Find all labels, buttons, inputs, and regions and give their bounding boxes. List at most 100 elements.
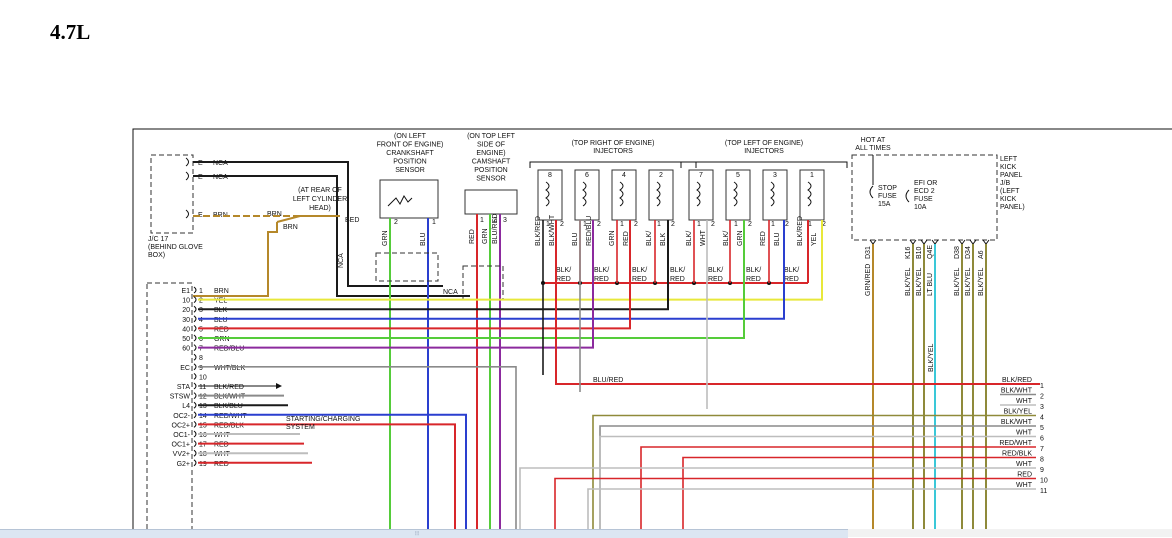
jc17-wire-label-1: NCA [213,174,228,181]
rinj-pin-0: 1 [546,221,550,228]
right-conn-pin-2: 3 [1040,404,1044,411]
wire-nca-2 [193,175,470,297]
linj-pin-5: 2 [785,221,789,228]
jb-terminal-3 [931,239,939,245]
ecm-pin-16: 17 [199,442,207,449]
ecm-wire-label-15: WHT [214,432,231,439]
splice-label-top-4: BLK/ [708,267,723,274]
crank-title-1: FRONT OF ENGINE) [377,142,444,149]
ground-note-2: HEAD) [309,205,331,212]
rinj-pin-2: 1 [583,221,587,228]
linj-title-1: INJECTORS [744,148,784,155]
jc17-wire-label-2: BRN [213,212,228,219]
ecm-wire-label-10: BLK/RED [214,384,244,391]
ecm-wire-label-4: RED [214,326,229,333]
ecm-wire-label-5: GRN [214,336,230,343]
splice-label-bot-1: RED [594,276,609,283]
ecm-terminal-13 [193,411,197,419]
wire-right-conn-7 [682,456,1036,537]
jb-wire-label-4: BLK/YEL [954,267,961,296]
jb-pin-5: D34 [965,246,972,259]
jc17-terminal-0 [185,157,189,167]
stop-fuse-icon [869,185,874,199]
jb-wire-label-2: BLK/YEL [916,267,923,296]
blu-red-label: BLU/RED [593,377,623,384]
efi-fuse-2: FUSE [914,196,933,203]
jc17-connector [150,154,194,234]
wire-right-conn-6 [640,446,1036,537]
stop-fuse-1: FUSE [878,193,897,200]
scroll-grip-icon[interactable]: ⦙⦙⦙ [414,530,420,537]
ecm-term-5: 50 [182,336,190,343]
linj-coil-icon-7 [696,181,701,207]
scrollbar-track-end [848,529,1172,537]
ecm-pin-2: 3 [199,307,203,314]
ecm-pin-11: 12 [199,394,207,401]
kick-panel-6: PANEL) [1000,204,1025,211]
ecm-term-12: L4 [182,403,190,410]
jb-terminal-0 [869,239,877,245]
ecm-terminal-5 [193,334,197,342]
kick-panel-3: J/B [1000,180,1010,187]
efi-fuse-3: 10A [914,204,927,211]
jb-pin-2: B10 [916,246,923,259]
jc17-terminal-1 [185,171,189,181]
kick-panel-5: KICK [1000,196,1017,203]
wire-right-conn-8 [519,467,1036,537]
ecm-term-6: 60 [182,346,190,353]
jc17-pin-2: E [198,212,203,219]
linj-bracket [680,161,848,168]
crank-sensor-coil-icon [387,195,413,207]
ecm-term-11: STSW [170,394,191,401]
ecm-pin-9: 10 [199,374,207,381]
wire-right-conn-10 [587,488,1036,537]
right-conn-pin-0: 1 [1040,383,1044,390]
splice-label-bot-3: RED [670,276,685,283]
ecm-wire-label-8: WHT/BLK [214,365,245,372]
rinj-pin-4: 1 [620,221,624,228]
right-conn-pin-1: 2 [1040,394,1044,401]
splice-label-top-5: BLK/ [746,267,761,274]
rinj-pin-1: 2 [560,221,564,228]
cam-title-2: ENGINE) [476,150,505,157]
splice-label-bot-6: RED [784,276,799,283]
jc17-caption-2: BOX) [148,252,165,259]
efi-fuse-0: EFI OR [914,180,937,187]
ecm-term-0: E1 [181,288,190,295]
cam-title-4: POSITION [474,167,507,174]
crank-pin-1: 1 [432,219,436,226]
linj-pin-2: 1 [734,221,738,228]
crank-title-4: SENSOR [395,167,425,174]
rinj-wire-label-4: GRN [609,230,616,246]
ecm-terminal-17 [193,449,197,457]
ecm-term-13: OC2- [173,413,190,420]
ecm-pin-4: 5 [199,326,203,333]
jb-wire-label-5: BLK/YEL [965,267,972,296]
right-conn-pin-7: 8 [1040,457,1044,464]
ecm-term-4: 40 [182,326,190,333]
ecm-pin-13: 14 [199,413,207,420]
ecm-pin-7: 8 [199,355,203,362]
wire-ecm-5 [198,220,745,339]
linj-coil-icon-5 [733,181,738,207]
rinj-injector-8 [537,169,563,221]
right-conn-wire-4: BLK/WHT [1001,419,1033,426]
cam-pin-0: 1 [480,217,484,224]
right-conn-pin-3: 4 [1040,415,1044,422]
right-conn-wire-0: BLK/RED [1002,377,1032,384]
linj-injector-3 [762,169,788,221]
linj-pin-0: 1 [697,221,701,228]
cam-title-0: (ON TOP LEFT [467,133,516,140]
wire-ecm-13 [198,413,467,537]
wire-blu-red-run [555,220,1040,385]
horizontal-scrollbar[interactable]: ⦙⦙⦙ [0,529,848,538]
wire-ecm-3 [198,220,785,320]
cam-shield [462,265,504,301]
rinj-bracket [529,161,697,168]
ecm-terminal-15 [193,430,197,438]
ecm-wire-label-2: BLK [214,307,228,314]
ecm-connector [146,282,193,537]
ecm-pin-17: 18 [199,451,207,458]
wire-ecm-6 [198,220,594,349]
rinj-pin-6: 1 [657,221,661,228]
